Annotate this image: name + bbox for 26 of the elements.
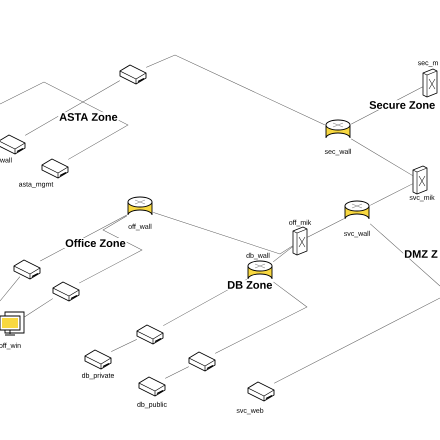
zone-label: Office Zone — [64, 238, 127, 248]
link-line — [24, 80, 120, 136]
switch-icon — [136, 324, 164, 344]
link-line — [0, 276, 20, 302]
link-line — [152, 212, 294, 254]
switch-icon — [120, 64, 146, 84]
zone-label: DB Zone — [226, 280, 274, 290]
link-line — [214, 282, 308, 354]
link-line — [370, 183, 414, 206]
link-line — [24, 298, 54, 318]
link-line — [350, 138, 414, 176]
link-line — [164, 366, 190, 379]
link-line — [370, 224, 440, 286]
link-line — [110, 339, 138, 352]
switch-icon — [188, 352, 216, 372]
link-line — [306, 218, 344, 238]
zone-label: ASTA Zone — [58, 112, 119, 122]
switch-icon — [52, 282, 80, 302]
link-line — [272, 246, 294, 262]
zone-label: DMZ Z — [403, 249, 439, 259]
zone-label: Secure Zone — [368, 100, 436, 110]
link-line — [0, 82, 128, 160]
link-line — [78, 216, 142, 284]
link-line — [274, 298, 440, 384]
switch-icon — [14, 260, 40, 280]
link-line — [146, 54, 326, 126]
